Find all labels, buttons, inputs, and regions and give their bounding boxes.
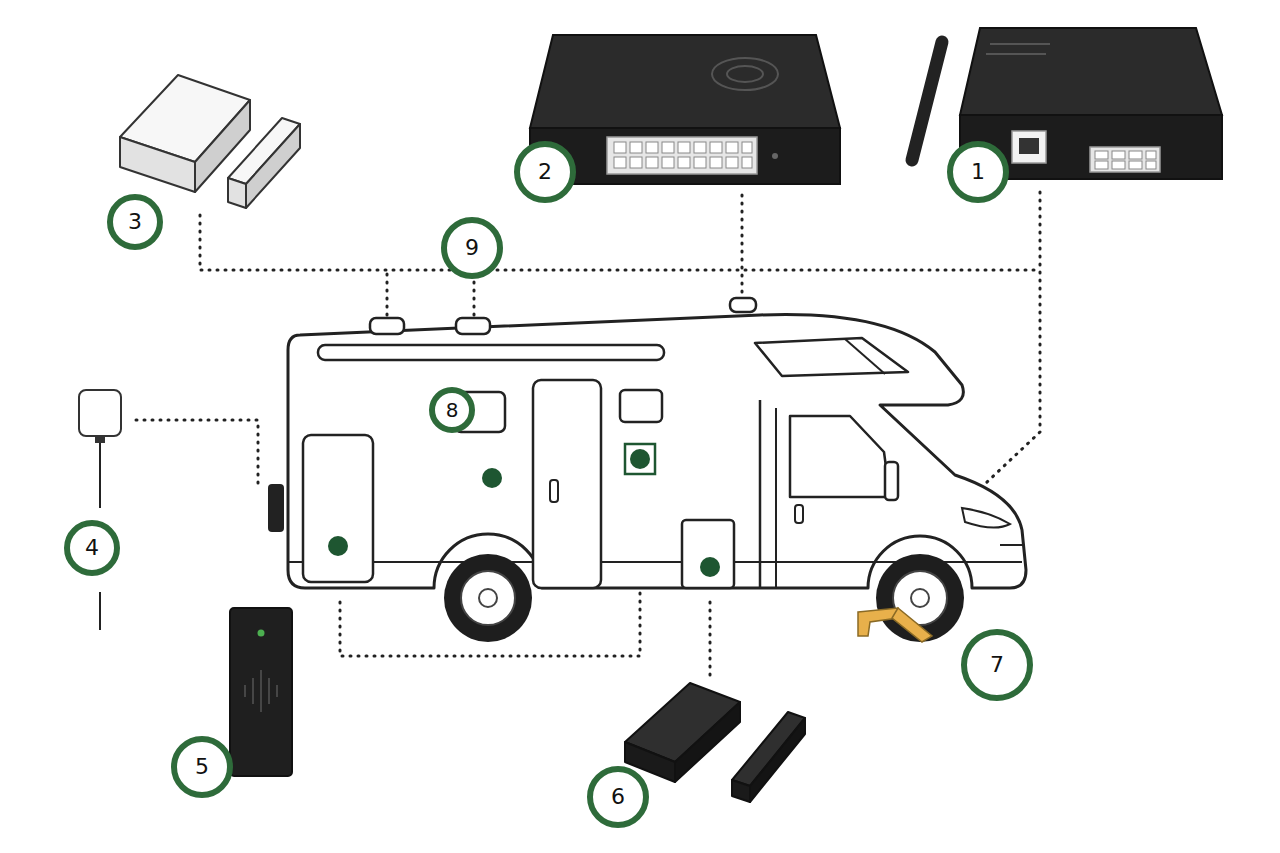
callout-number: 8 xyxy=(446,400,459,420)
callout-rings xyxy=(67,144,1030,825)
dotted-wiring xyxy=(136,192,1040,680)
callout-number: 6 xyxy=(611,786,625,808)
callout-number: 2 xyxy=(538,161,552,183)
siren-unit xyxy=(230,608,292,776)
callout-number: 1 xyxy=(971,161,985,183)
camper-van xyxy=(268,298,1026,642)
callout-number: 9 xyxy=(465,237,479,259)
alarm-unit xyxy=(530,35,840,184)
external-sensor xyxy=(79,390,121,630)
callout-number: 5 xyxy=(195,756,209,778)
callout-number: 3 xyxy=(128,211,142,233)
callout-number: 4 xyxy=(85,537,99,559)
callout-number: 7 xyxy=(990,654,1004,676)
door-contact xyxy=(120,75,300,208)
black-door-contact xyxy=(625,683,805,802)
